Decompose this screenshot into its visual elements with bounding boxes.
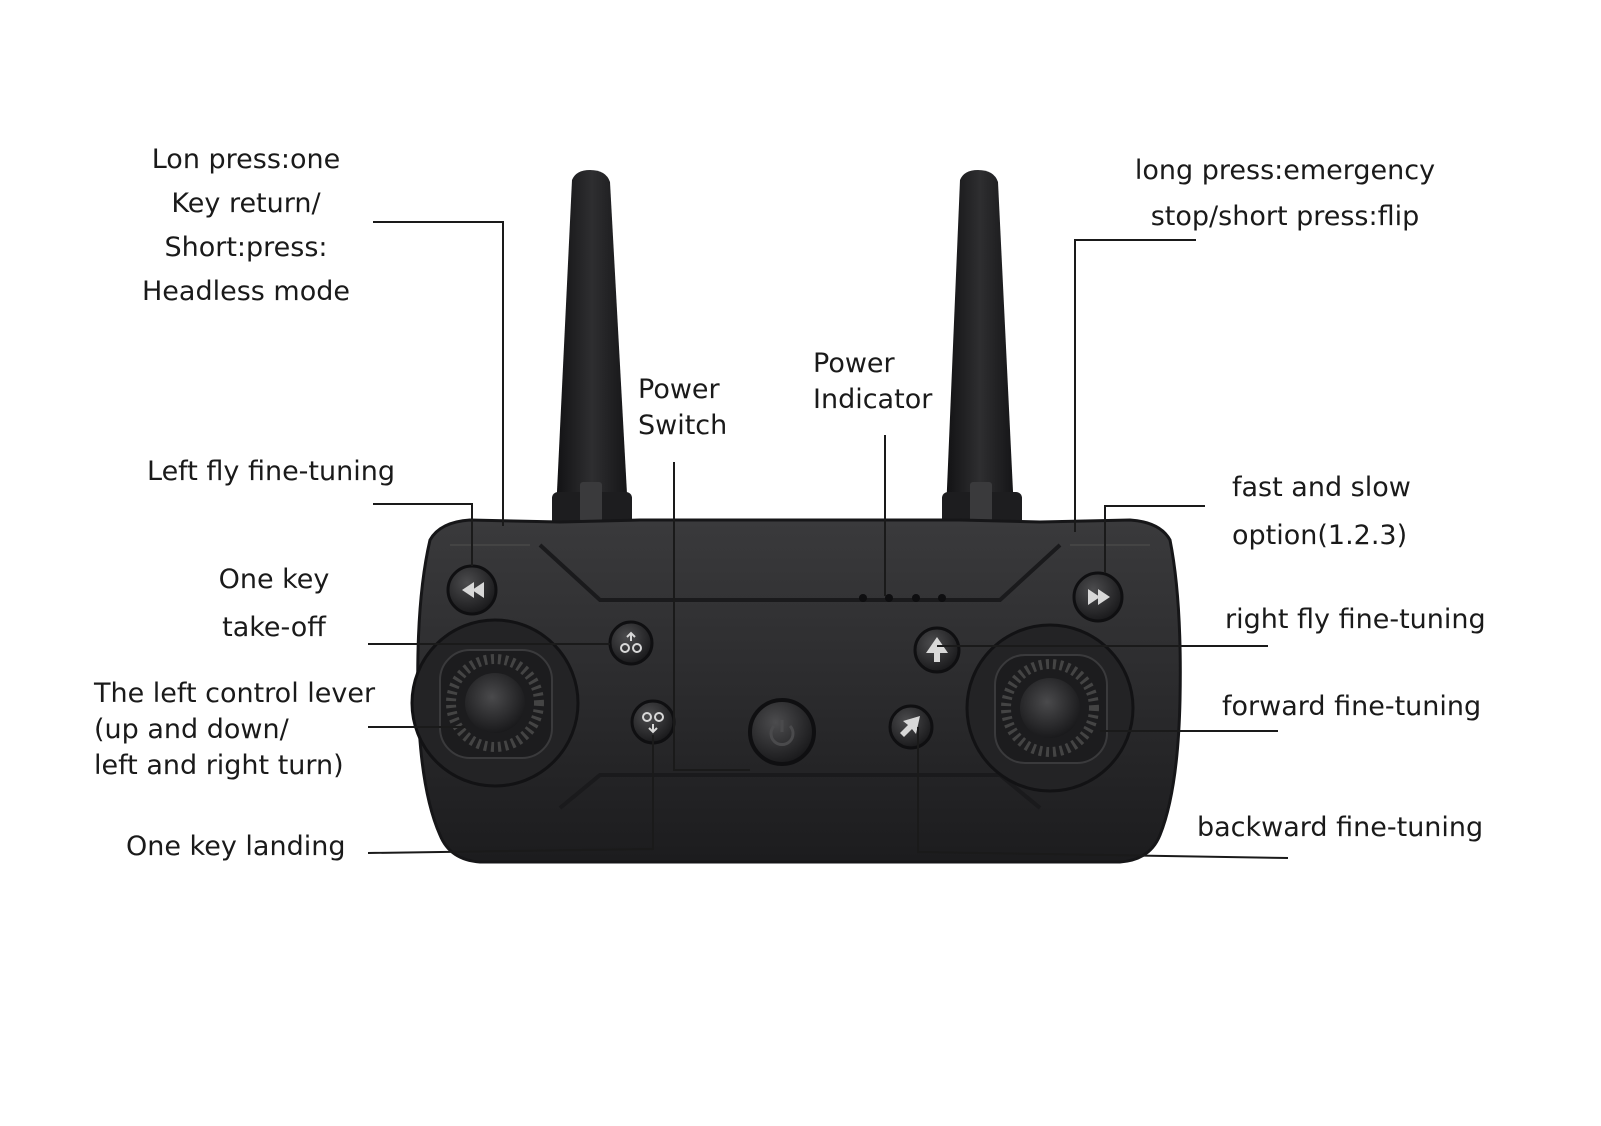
label-power-indicator: Power Indicator: [813, 346, 932, 418]
left-control-lever[interactable]: [410, 618, 580, 788]
label-fast-slow-line-1: fast and slow: [1232, 472, 1411, 503]
right-fly-trim-button[interactable]: [913, 626, 961, 674]
label-return-headless-line-2: Key return/: [171, 188, 321, 219]
label-power-indicator-line-2: Indicator: [813, 384, 933, 415]
landing-icon: [642, 712, 664, 734]
label-left-control-lever-line-3: left and right turn): [94, 750, 344, 781]
label-emergency-flip: long press:emergency stop/short press:fl…: [1115, 148, 1455, 240]
label-power-switch: Power Switch: [638, 372, 727, 444]
arrow-up-icon: [926, 637, 948, 662]
label-fast-slow-line-2: option(1.2.3): [1232, 520, 1408, 551]
label-one-key-takeoff-line-2: take-off: [222, 612, 326, 643]
leader-power-switch: [673, 462, 750, 771]
right-control-lever[interactable]: [965, 623, 1135, 793]
label-power-indicator-line-1: Power: [813, 348, 895, 379]
label-left-control-lever-line-1: The left control lever: [94, 678, 376, 709]
fast-forward-icon: [1088, 589, 1110, 605]
label-right-fly-fine-tuning: right fly fine-tuning: [1225, 604, 1486, 635]
label-left-fly-fine-tuning: Left fly fine-tuning: [147, 456, 395, 487]
takeoff-icon: [620, 631, 642, 653]
label-left-control-lever-line-2: (up and down/: [94, 714, 289, 745]
leader-backward-fine-tuning: [917, 727, 1289, 859]
arrow-up-right-icon: [900, 716, 920, 737]
forward-trim-button[interactable]: [888, 704, 934, 750]
left-antenna: [552, 170, 632, 530]
left-trim-button[interactable]: [446, 564, 498, 616]
leader-return-headless: [373, 221, 504, 526]
power-button[interactable]: [748, 698, 816, 766]
label-fast-slow: fast and slow option(1.2.3): [1232, 464, 1411, 560]
label-left-control-lever: The left control lever (up and down/ lef…: [94, 676, 375, 784]
label-power-switch-line-1: Power: [638, 374, 720, 405]
label-return-headless-line-1: Lon press:one: [151, 144, 341, 175]
label-one-key-takeoff: One key take-off: [200, 556, 348, 652]
label-one-key-landing: One key landing: [126, 831, 346, 862]
label-return-headless: Lon press:one Key return/ Short:press: H…: [136, 138, 356, 314]
rewind-icon: [462, 582, 484, 598]
label-forward-fine-tuning: forward fine-tuning: [1222, 691, 1482, 722]
power-icon: [769, 720, 795, 746]
leader-lines: [367, 221, 1289, 859]
leader-fast-slow: [1104, 505, 1205, 573]
label-return-headless-line-3: Short:press:: [164, 232, 328, 263]
label-return-headless-line-4: Headless mode: [142, 276, 350, 307]
power-indicator-leds: [859, 594, 946, 602]
takeoff-button[interactable]: [608, 620, 654, 666]
label-emergency-flip-line-1: long press:emergency: [1134, 155, 1436, 186]
label-emergency-flip-line-2: stop/short press:flip: [1150, 201, 1420, 232]
label-power-switch-line-2: Switch: [638, 410, 728, 441]
leader-left-fly-fine-tuning: [373, 503, 473, 566]
leader-one-key-landing: [367, 735, 654, 854]
label-one-key-takeoff-line-1: One key: [218, 564, 330, 595]
leader-emergency-flip: [1074, 239, 1196, 532]
label-backward-fine-tuning: backward fine-tuning: [1197, 812, 1484, 843]
right-antenna: [942, 170, 1022, 530]
right-trim-button[interactable]: [1072, 571, 1124, 623]
